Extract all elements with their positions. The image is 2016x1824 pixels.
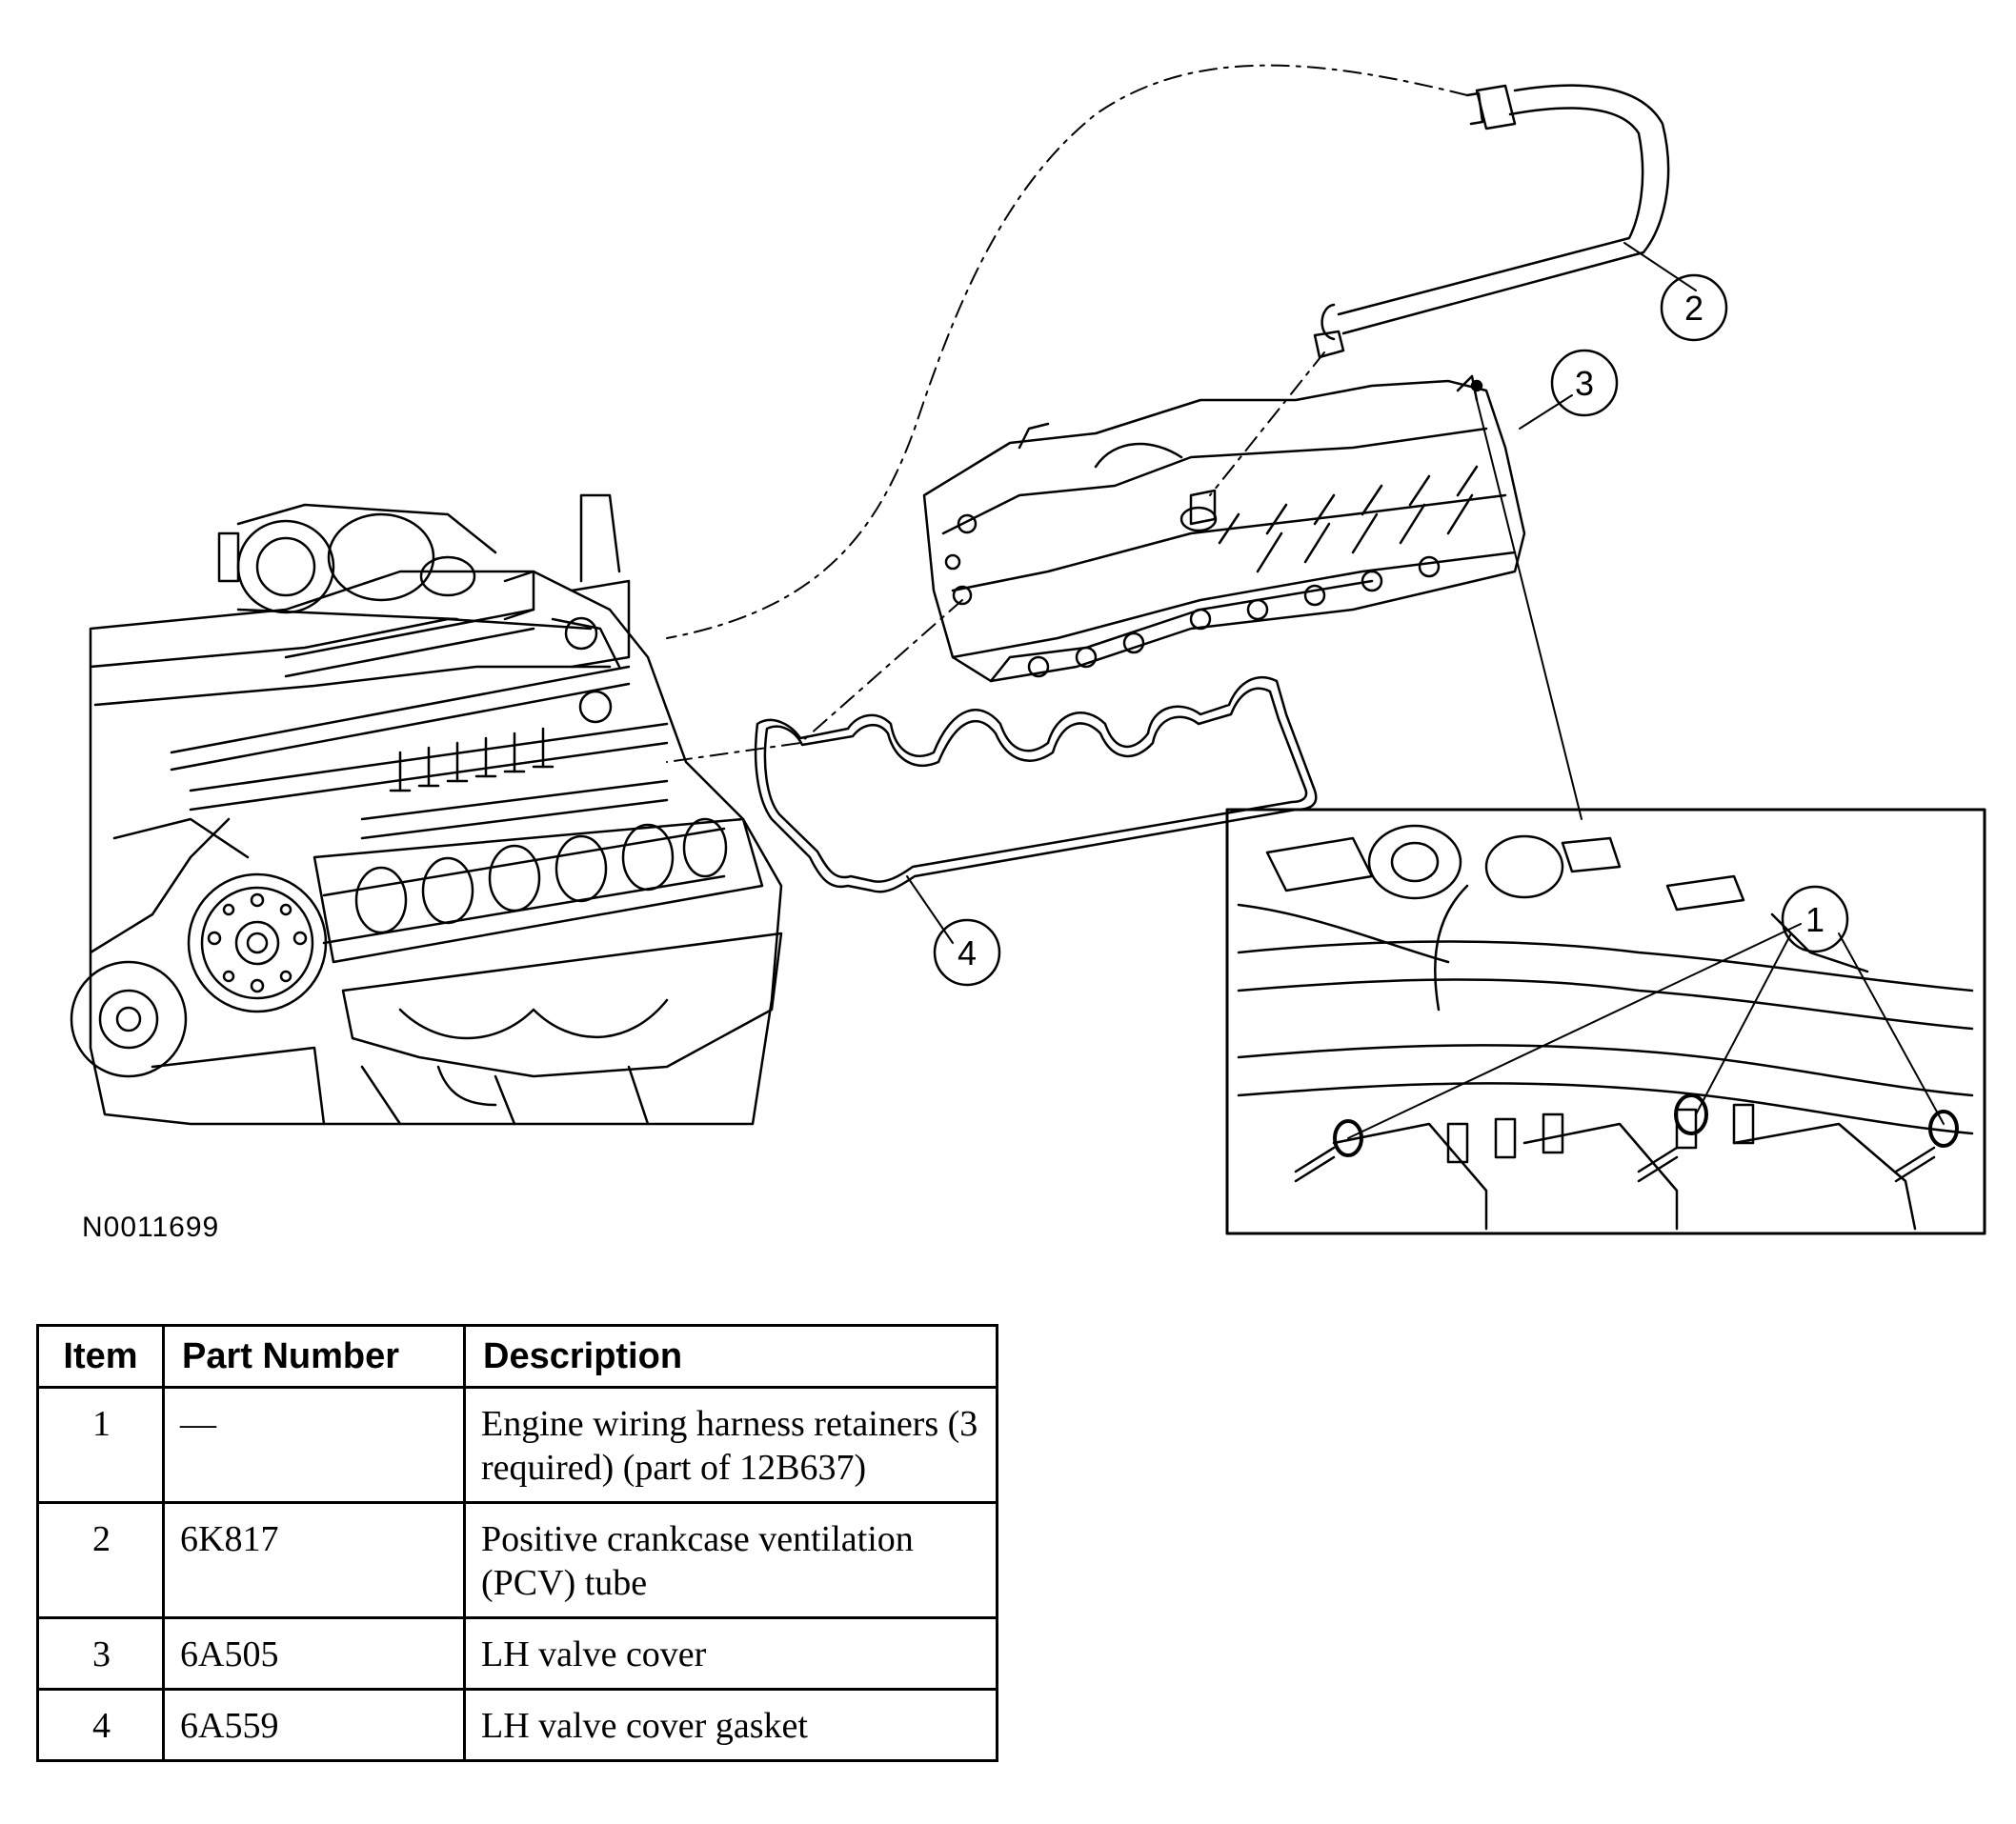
engine-assembly [70,493,783,1126]
table-row: 2 6K817 Positive crankcase ventilation (… [36,1501,998,1619]
cell-item: 1 [36,1386,165,1504]
cell-description: Engine wiring harness retainers (3 requi… [463,1386,998,1504]
callout-2-circle [1660,273,1728,342]
callout-3-circle [1550,349,1619,417]
callout-4-label: 4 [958,933,977,972]
callout-4-circle [933,918,1001,987]
alignment-lines [666,64,1468,763]
callout-2-label: 2 [1684,289,1704,328]
table-row: 4 6A559 LH valve cover gasket [36,1688,998,1762]
exploded-view-diagram: 1 2 3 4 [70,64,1986,1235]
inset-detail [1225,808,1986,1235]
header-item: Item [36,1324,165,1389]
callout-3-label: 3 [1575,364,1594,403]
parts-table: Item Part Number Description 1 — Engine … [36,1324,998,1762]
cell-part-number: 6A505 [162,1616,466,1691]
cell-item: 2 [36,1501,165,1619]
leader-lines [906,242,1945,1139]
table-row: 1 — Engine wiring harness retainers (3 r… [36,1386,998,1504]
lh-valve-cover-gasket [754,675,1318,893]
cell-description: Positive crankcase ventilation (PCV) tub… [463,1501,998,1619]
header-description: Description [463,1324,998,1389]
header-part-number: Part Number [162,1324,466,1389]
cell-description: LH valve cover gasket [463,1688,998,1762]
callout-1-label: 1 [1805,900,1824,939]
cell-item: 4 [36,1688,165,1762]
pcv-tube [1313,84,1670,359]
cell-item: 3 [36,1616,165,1691]
callout-1-circle [1781,885,1849,953]
cell-description: LH valve cover [463,1616,998,1691]
table-header-row: Item Part Number Description [36,1324,998,1389]
figure-id: N0011699 [82,1212,220,1243]
callouts [933,273,1849,987]
cell-part-number: — [162,1386,466,1504]
cell-part-number: 6K817 [162,1501,466,1619]
cell-part-number: 6A559 [162,1688,466,1762]
lh-valve-cover [922,374,1526,683]
table-row: 3 6A505 LH valve cover [36,1616,998,1691]
